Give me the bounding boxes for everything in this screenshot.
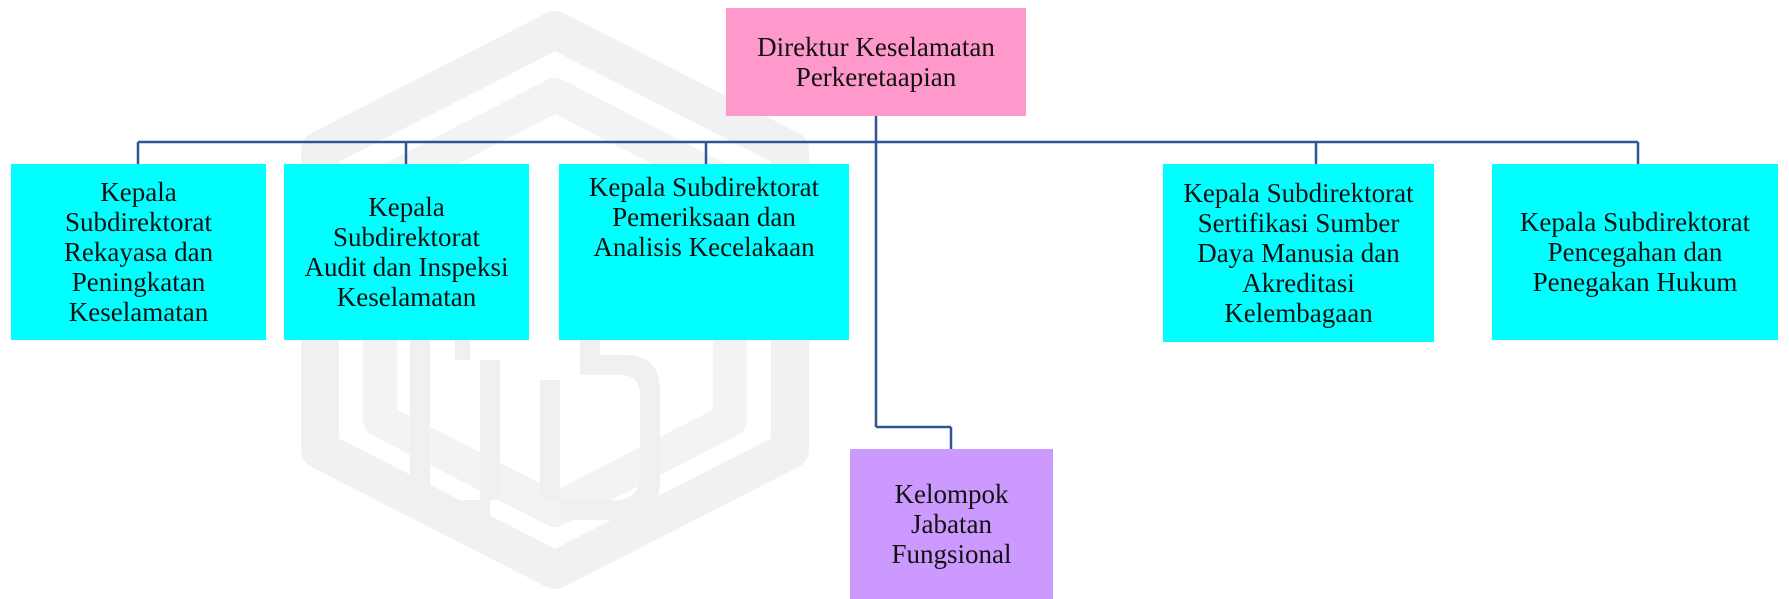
subdirectorate-label-5: Kepala Subdirektorat Pencegahan dan Pene… bbox=[1519, 207, 1751, 297]
functional-group-box: Kelompok Jabatan Fungsional bbox=[850, 449, 1053, 599]
functional-group-label: Kelompok Jabatan Fungsional bbox=[891, 479, 1012, 569]
director-label: Direktur Keselamatan Perkeretaapian bbox=[757, 32, 995, 92]
subdirectorate-box-5: Kepala Subdirektorat Pencegahan dan Pene… bbox=[1492, 164, 1778, 340]
subdirectorate-box-3: Kepala Subdirektorat Pemeriksaan dan Ana… bbox=[559, 164, 849, 340]
subdirectorate-box-4: Kepala Subdirektorat Sertifikasi Sumber … bbox=[1163, 164, 1434, 342]
subdirectorate-label-3: Kepala Subdirektorat Pemeriksaan dan Ana… bbox=[588, 172, 820, 262]
subdirectorate-box-1: Kepala Subdirektorat Rekayasa dan Pening… bbox=[11, 164, 266, 340]
subdirectorate-box-2: Kepala Subdirektorat Audit dan Inspeksi … bbox=[284, 164, 529, 340]
subdirectorate-label-2: Kepala Subdirektorat Audit dan Inspeksi … bbox=[304, 192, 509, 312]
subdirectorate-label-1: Kepala Subdirektorat Rekayasa dan Pening… bbox=[63, 177, 214, 327]
director-box: Direktur Keselamatan Perkeretaapian bbox=[726, 8, 1026, 116]
subdirectorate-label-4: Kepala Subdirektorat Sertifikasi Sumber … bbox=[1183, 178, 1414, 328]
